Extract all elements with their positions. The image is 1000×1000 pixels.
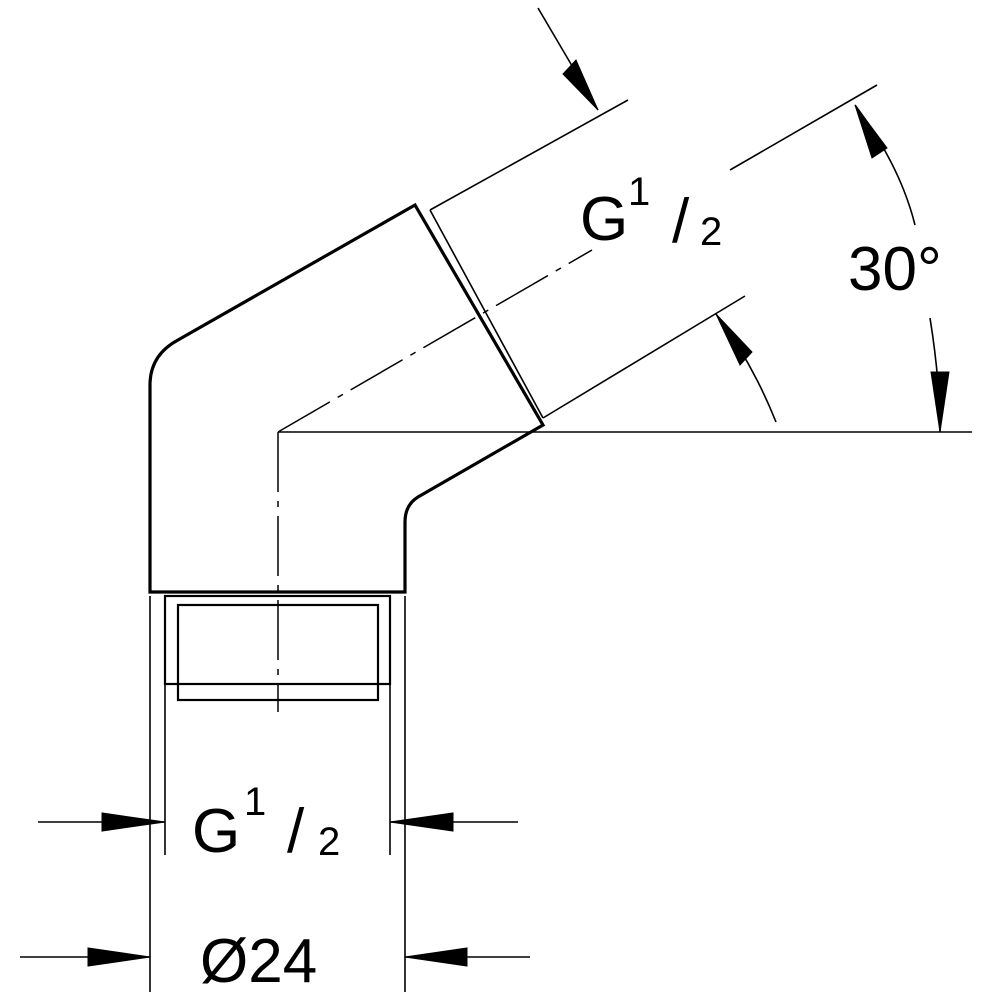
angle-label: 30° (848, 235, 942, 304)
top-thread-letter: G (580, 185, 628, 254)
arrowhead-angle-top (854, 104, 888, 159)
elbow-body (148, 202, 546, 594)
top-dimension-arrow (537, 7, 599, 111)
diameter-dimension (20, 947, 530, 967)
bottom-extension-lines (149, 596, 406, 992)
top-thread-denominator: 2 (700, 210, 722, 254)
angle-dimension (715, 104, 950, 433)
bottom-thread-letter: G (192, 797, 240, 866)
top-thread-slash: / (672, 187, 690, 256)
outlet-face-line (429, 209, 544, 419)
bottom-thread-denominator: 2 (318, 820, 340, 864)
diameter-label: Ø24 (200, 927, 317, 996)
bottom-thread-dimension (38, 812, 518, 832)
arrowhead-angle-bottom (930, 371, 950, 433)
arrowhead-angle-inner (715, 313, 753, 366)
elbow-outline (148, 202, 546, 594)
arrowhead-g-left (101, 812, 166, 832)
top-extension-lines (429, 84, 878, 419)
bottom-thread-label: G 1 / 2 (192, 780, 340, 866)
centerlines (277, 249, 972, 712)
arrowhead-d-left (87, 947, 151, 967)
arrowhead-d-right (404, 947, 468, 967)
bottom-thread-slash: / (287, 797, 305, 866)
arrowhead-g-right (389, 812, 454, 832)
top-thread-numerator: 1 (628, 170, 650, 214)
angled-centerline (277, 249, 593, 433)
arrowhead-top (562, 59, 599, 111)
top-thread-label: G 1 / 2 (580, 170, 722, 256)
bottom-thread-numerator: 1 (244, 780, 266, 824)
